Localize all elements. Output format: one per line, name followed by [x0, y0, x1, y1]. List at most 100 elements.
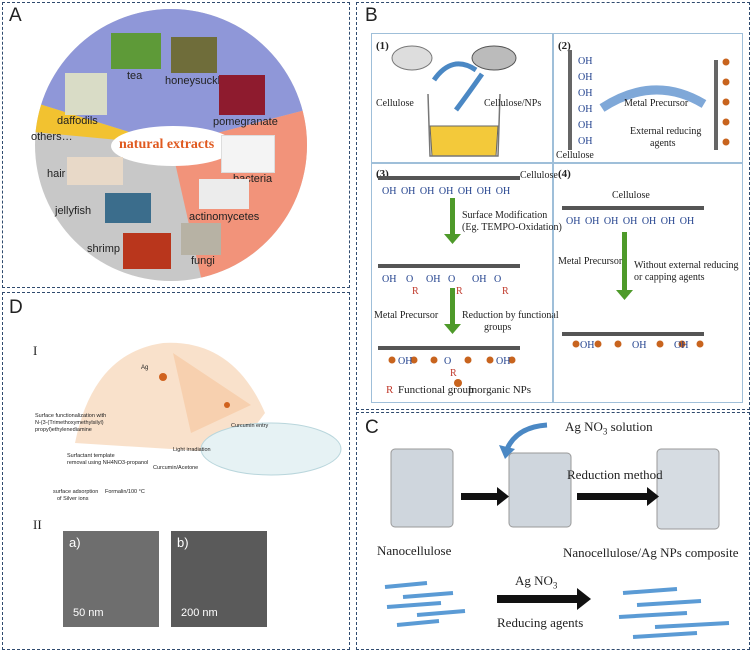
step3-oh-2: OH [400, 186, 416, 197]
step3-o-d: O [444, 356, 452, 367]
step3-r-d: R [450, 368, 457, 379]
step2-oh-2: OH [578, 72, 593, 83]
d-light-irradiation: Light irradiation [173, 447, 211, 453]
fungi-label: fungi [191, 255, 215, 267]
step1-number: (1) [376, 40, 389, 52]
agno3-solution-suffix: solution [607, 419, 653, 434]
step4-oh-3: OH [603, 216, 619, 227]
roman-numeral-2: II [33, 517, 42, 532]
panel-b-step3: (3) Cellulose OH OH OH OH OH OH OH Surfa… [371, 163, 562, 403]
panel-a-label: A [9, 5, 22, 26]
tea-photo [111, 33, 161, 69]
agno3-label: Ag NO3 [515, 573, 557, 591]
agno3-sub: 3 [552, 580, 558, 591]
step4-oh-7: OH [679, 216, 695, 227]
agno3-solution-label: Ag NO3 solution [565, 419, 653, 437]
step3-cellulose: Cellulose [520, 170, 558, 181]
step4-cellulose: Cellulose [612, 190, 650, 201]
step4-oh-c: OH [674, 340, 689, 351]
jellyfish-photo [105, 193, 151, 223]
step3-groups: groups [484, 322, 512, 333]
step4-oh-1: OH [566, 216, 581, 227]
d-surfactant-removal-2: removal using NH4NO3-propanol [67, 460, 149, 466]
step3-o-c: O [494, 274, 502, 285]
step3-oh-1: OH [382, 186, 397, 197]
step1-beaker-drawing [391, 45, 517, 157]
d-ag-label: Ag [141, 365, 149, 371]
tem-image-b: b) 200 nm [171, 531, 267, 627]
panel-b: B (1) Cellulose Cellulose/NPs (2) OH OH … [356, 2, 750, 410]
step2-external-reducing: External reducing [630, 126, 702, 137]
panel-c-drawing [384, 422, 730, 639]
step2-oh-1: OH [578, 56, 593, 67]
d-surfactant-removal-1: Surfactant template [67, 453, 115, 459]
tem-image-a: a) 50 nm [63, 531, 159, 627]
natural-extracts-label: natural extracts [119, 137, 215, 152]
legend-inorganic-nps: Inorganic NPs [468, 384, 532, 396]
panel-b-step4: (4) Cellulose OH OH OH OH OH OH OH Metal… [553, 163, 743, 403]
step3-oh-4: OH [438, 186, 454, 197]
step2-drawing [568, 50, 730, 150]
panel-d-scheme [75, 342, 342, 476]
step4-oh-6: OH [660, 216, 676, 227]
step1-cellulose-label: Cellulose [376, 98, 414, 109]
step1-cellulose-np-label: Cellulose/NPs [484, 98, 542, 109]
panel-b-step1: (1) Cellulose Cellulose/NPs [371, 33, 553, 163]
step3-oh-3: OH [419, 186, 435, 197]
bacteria-photo [221, 135, 275, 173]
fungi-photo [181, 223, 221, 255]
actinomycetes-photo [199, 179, 249, 209]
reducing-agents-label: Reducing agents [497, 615, 584, 630]
step2-oh-5: OH [578, 120, 593, 131]
d-surface-functionalization-2: N-(3-(Trimethoxymethylsilyl) [35, 420, 104, 426]
panel-c: C Ag NO3 solution Reduction method Nanoc… [356, 412, 750, 650]
legend-functional-group: Functional group [398, 384, 474, 396]
step4-metal-precursor: Metal Precursor [558, 256, 623, 267]
d-curcumin-acetone: Curcumin/Acetone [153, 465, 199, 471]
d-surface-adsorption-2: of Silver ions [57, 496, 89, 502]
step3-oh-a: OH [382, 274, 397, 285]
step2-number: (2) [558, 40, 571, 52]
step4-capping: or capping agents [634, 272, 705, 283]
panel-d-label: D [9, 297, 23, 318]
d-curcumin-entry: Curcumin entry [231, 423, 269, 429]
step4-oh-2: OH [584, 216, 600, 227]
step4-oh-a: OH [580, 340, 595, 351]
tea-label: tea [127, 70, 143, 82]
step2-cellulose: Cellulose [556, 150, 594, 161]
honeysuckle-label: honeysuckle [165, 75, 227, 87]
step3-r-b: R [456, 286, 463, 297]
actinomycetes-label: actinomycetes [189, 211, 260, 223]
daffodils-photo [65, 73, 107, 115]
step4-oh-b: OH [632, 340, 647, 351]
d-surface-functionalization-1: Surface functionalization with [35, 413, 107, 419]
daffodils-label: daffodils [57, 115, 98, 127]
step4-drawing [562, 206, 704, 348]
step4-oh-row: OH OH OH OH OH OH OH [566, 216, 694, 227]
step3-oh-c: OH [472, 274, 487, 285]
pomegranate-label: pomegranate [213, 116, 278, 128]
step3-oh-d: OH [398, 356, 413, 367]
panel-c-label: C [365, 417, 379, 438]
step3-oh-7: OH [495, 186, 511, 197]
step3-o-a: O [406, 274, 414, 285]
step3-oh-b: OH [426, 274, 441, 285]
jellyfish-label: jellyfish [55, 205, 92, 217]
panel-b-step2: (2) OH OH OH OH OH OH Metal Precursor Ex… [553, 33, 743, 163]
step3-tempo: (Eg. TEMPO-Oxidation) [462, 222, 562, 233]
agno3-prefix: Ag NO [515, 573, 553, 588]
step3-drawing [378, 176, 520, 387]
step3-oh-5: OH [457, 186, 473, 197]
nanocellulose-label: Nanocellulose [377, 543, 452, 558]
legend-r: R [386, 384, 394, 396]
step2-oh-3: OH [578, 88, 593, 99]
step4-oh-4: OH [622, 216, 638, 227]
reduction-method-label: Reduction method [567, 467, 663, 482]
hair-photo [67, 157, 123, 185]
panel-a: A natural extracts tea honeysuckle daffo… [2, 2, 350, 288]
shrimp-photo [123, 233, 171, 269]
hair-label: hair [47, 168, 66, 180]
step3-oh-row: OH OH OH OH OH OH OH [382, 186, 510, 197]
step4-without: Without external reducing [634, 260, 739, 271]
honeysuckle-photo [171, 37, 217, 73]
